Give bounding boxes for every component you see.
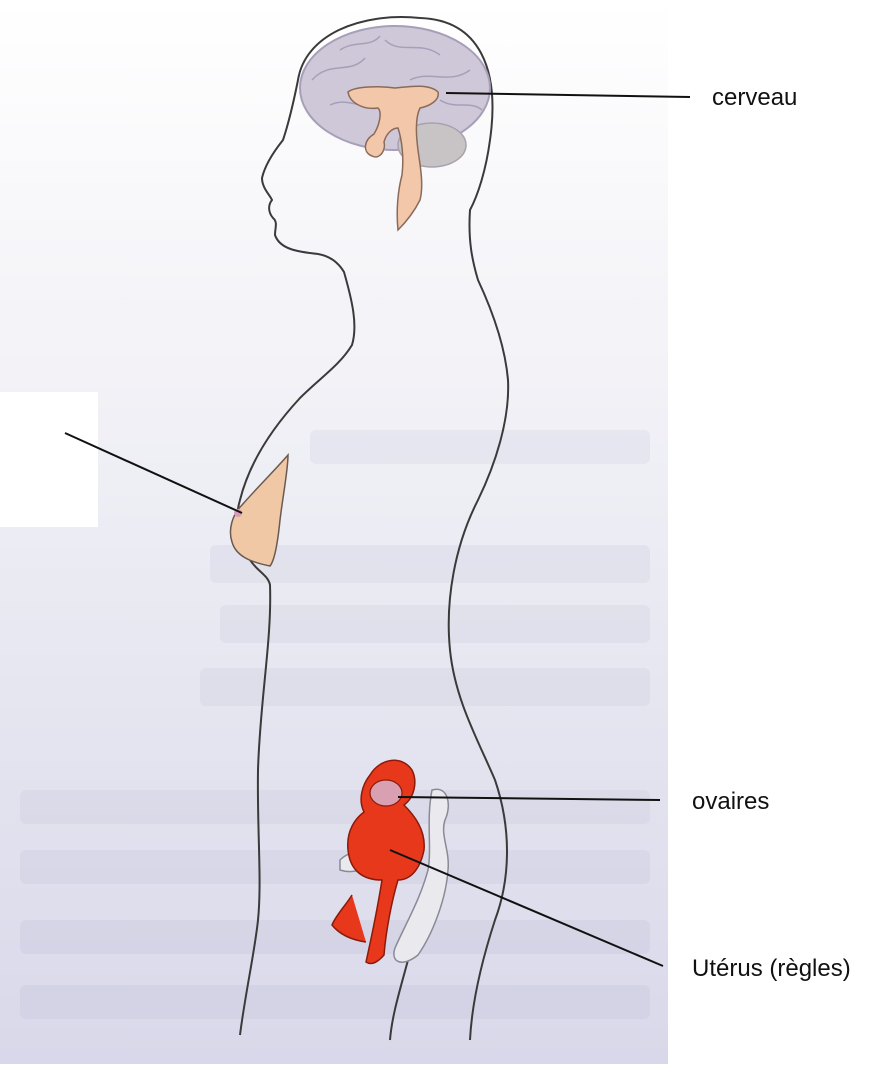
scan-background [0, 0, 668, 1064]
ovary-icon [370, 780, 402, 806]
label-ovaries: ovaires [692, 788, 769, 816]
label-uterus: Utérus (règles) [692, 955, 851, 983]
label-brain: cerveau [712, 84, 797, 112]
blank-label-box [0, 392, 98, 527]
